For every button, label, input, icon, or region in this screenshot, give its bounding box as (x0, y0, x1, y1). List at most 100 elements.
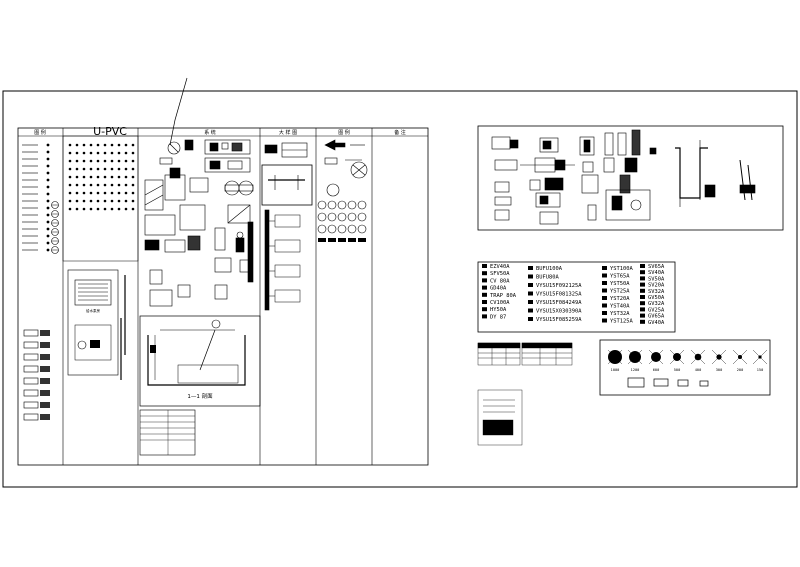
fitting-dot (89, 207, 93, 211)
fitting-dot (103, 207, 107, 211)
valve-symbol (640, 301, 645, 306)
fitting-dot (103, 159, 107, 163)
fitting-dot (82, 143, 86, 147)
fitting-dot (124, 143, 128, 147)
valve-code: GV32A (648, 301, 665, 307)
symbol-circle (337, 212, 347, 222)
legend-fitting-symbol (23, 401, 39, 409)
fitting-dot (103, 183, 107, 187)
fitting-grid (68, 143, 135, 211)
symbol-circle (347, 224, 357, 234)
fitting-dot (117, 167, 121, 171)
pipe-size-label: 150 (757, 368, 764, 372)
symbol-circle (327, 200, 337, 210)
valve-code: YST100A (610, 266, 633, 272)
fitting-dot (75, 143, 79, 147)
section-caption: 1—1 剖面 (187, 392, 213, 400)
valve-symbol (602, 288, 607, 293)
system-diagrams (144, 139, 254, 307)
fitting-dot (103, 175, 107, 179)
valve-code: VYSU15F084249A (536, 300, 582, 306)
legend-dot-symbol (46, 206, 50, 210)
valve-symbol (602, 318, 607, 323)
valve-symbol (640, 282, 645, 287)
legend-fitting-symbol (23, 389, 39, 397)
legend-dot-symbol (46, 241, 50, 245)
pipe-size-label: 200 (737, 368, 744, 372)
valve-code: GV65A (648, 314, 665, 320)
fitting-dot (68, 167, 72, 171)
symbol-rect (328, 238, 336, 242)
fitting-dot (110, 207, 114, 211)
equipment-sheet (477, 125, 784, 231)
valve-symbol (528, 308, 533, 313)
fitting-dot (96, 175, 100, 179)
valve-symbol (602, 281, 607, 285)
fitting-dot (124, 167, 128, 171)
fitting-dot (82, 175, 86, 179)
valve-symbol (528, 300, 533, 304)
fitting-dot (68, 151, 72, 155)
valve-code: GV25A (648, 307, 665, 313)
valve-symbol (602, 296, 607, 300)
legend-dot-symbol (46, 143, 50, 147)
fitting-dot (75, 207, 79, 211)
fitting-dot (96, 167, 100, 171)
fitting-dot (103, 199, 107, 203)
valve-code: BUFU100A (536, 266, 563, 272)
column-header-4: 大 样 图 (279, 129, 297, 136)
pipe-size-label: 1200 (631, 368, 640, 372)
valve-code: VYSU15F081325A (536, 292, 582, 298)
fitting-dot (96, 159, 100, 163)
pipe-size-label: 400 (695, 368, 702, 372)
valve-code: GV40A (648, 320, 665, 326)
legend-dot-symbol (46, 234, 50, 238)
fitting-dot (68, 191, 72, 195)
valve-column-b: BUFU100ABUFU80AVYSU15F092125AVYSU15F0813… (528, 266, 582, 323)
fitting-dot (75, 183, 79, 187)
legend-dot-symbol (46, 248, 50, 252)
valve-symbol (640, 288, 645, 293)
fitting-dot (117, 207, 121, 211)
valve-code: GV50A (648, 295, 665, 301)
fitting-dot (124, 175, 128, 179)
fitting-dot (89, 151, 93, 155)
valve-symbol (602, 303, 607, 308)
fitting-dot (131, 167, 135, 171)
fitting-dot (124, 159, 128, 163)
legend-fitting-symbol (40, 342, 50, 348)
legend-dot-symbol (46, 157, 50, 161)
symbol-circle (317, 224, 327, 234)
valve-code: CV 80A (490, 278, 510, 284)
valve-symbol (640, 270, 645, 275)
valve-code: BUFU80A (536, 275, 559, 281)
pump-detail-box (67, 269, 119, 376)
valve-symbol (640, 295, 645, 299)
valve-symbol (640, 319, 645, 324)
legend-dot-symbol (46, 171, 50, 175)
fitting-dot (124, 207, 128, 211)
fitting-dot (103, 143, 107, 147)
fitting-dot (96, 183, 100, 187)
notes-table (139, 409, 196, 456)
legend-fitting-symbol (23, 329, 39, 337)
symbol-circle (357, 224, 367, 234)
valve-symbol (602, 273, 607, 278)
fitting-dot (110, 151, 114, 155)
left-sheet: 图 例 U-PVC 系 统 大 样 图 图 例 备 注 给水泵房 (17, 77, 429, 466)
valve-symbol (482, 271, 487, 276)
valve-code: SV32A (648, 289, 665, 295)
valve-symbol (528, 317, 533, 321)
fitting-dot (75, 191, 79, 195)
fitting-dot (117, 191, 121, 195)
fitting-dot (96, 143, 100, 147)
legend-dot-symbol (46, 178, 50, 182)
fitting-dot (124, 191, 128, 195)
valve-symbol (482, 264, 487, 268)
symbol-column (324, 139, 368, 197)
fitting-dot (75, 199, 79, 203)
fitting-dot (117, 143, 121, 147)
